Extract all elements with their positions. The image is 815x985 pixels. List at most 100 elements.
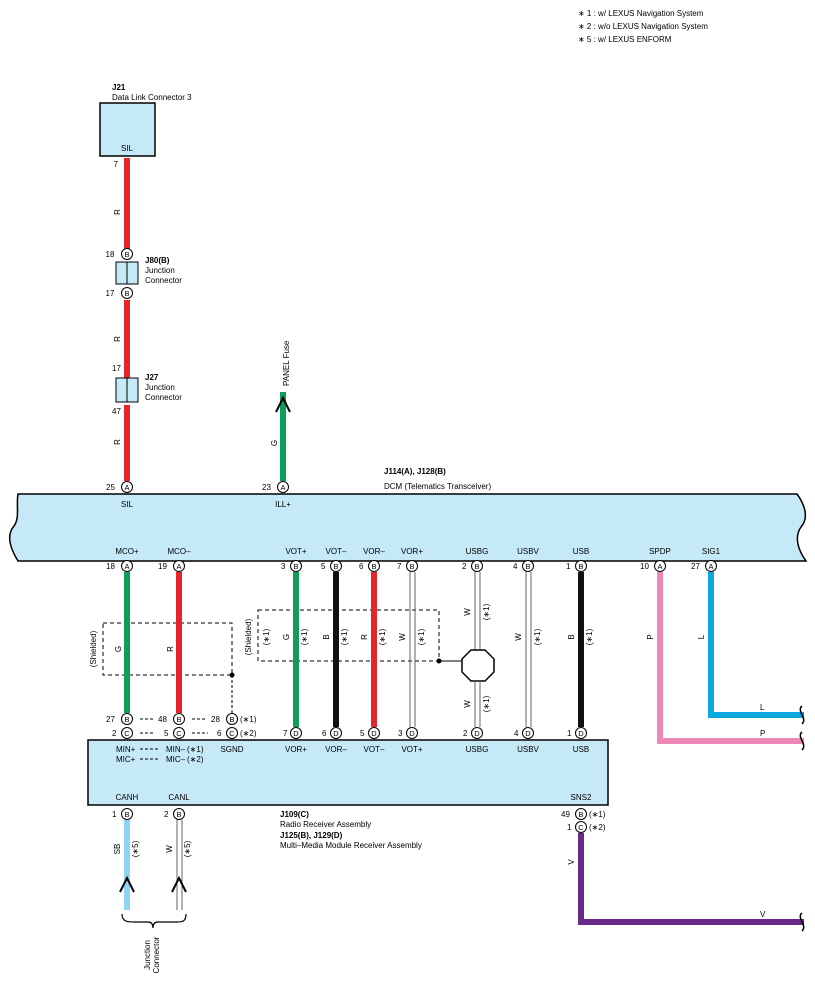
radio-pin-letter-3d: D: [409, 729, 415, 738]
break-mark-sig1: [799, 705, 805, 725]
junction-connector-line1: Junction: [143, 940, 152, 970]
panel-fuse-arrow: [275, 395, 291, 413]
radio-pin-num-1d: 1: [567, 729, 572, 738]
dcm-label-mco-minus: MCO–: [167, 547, 191, 556]
radio-bottom-pin-num-1c: 1: [567, 823, 572, 832]
radio-pin-27b: [121, 713, 133, 725]
radio-pin-letter-5c: C: [176, 729, 182, 738]
radio-bottom-pins: 1 B 2 B 49 B (∗1) 1 C (∗2): [112, 808, 606, 833]
dcm-pin-vor-plus: [406, 560, 418, 572]
dcm-label-usbv: USBV: [517, 547, 539, 556]
radio-pin-num-7d: 7: [283, 729, 288, 738]
sil-wire: R R R: [113, 158, 130, 481]
dcm-pin-usbg: [471, 560, 483, 572]
dcm-pin-letter-vot-minus: B: [333, 562, 338, 571]
dcm-top-pin-num-sil: 25: [106, 483, 115, 492]
dcm-top-pin-num-ill: 23: [262, 483, 271, 492]
j21-terminal: SIL: [121, 144, 134, 153]
dcm-pin-letter-vor-minus: B: [371, 562, 376, 571]
dcm-pin-num-vor-plus: 7: [397, 562, 402, 571]
radio-pin-num-28: 28: [211, 715, 220, 724]
j80-bottom-pin-circle: [121, 287, 133, 299]
panel-fuse-wire: PANEL Fuse G: [270, 340, 291, 481]
dcm-pin-num-vot-plus: 3: [281, 562, 286, 571]
radio-pin-letter-2d: D: [474, 729, 480, 738]
wire-color-p-spdp: P: [646, 634, 655, 639]
shielded-label-2: (Shielded): [244, 618, 253, 655]
j80-pin-bottom: 17: [106, 289, 115, 298]
dcm-pin-num-vor-minus: 6: [359, 562, 364, 571]
radio-label-vot-plus: VOT+: [401, 745, 422, 754]
dcm-pin-num-mco-plus: 18: [106, 562, 115, 571]
wire-note-vot-plus: (∗1): [300, 628, 309, 645]
wire-note-vor-minus: (∗1): [378, 628, 387, 645]
radio-bottom-pin-note-1c: (∗2): [589, 823, 606, 832]
radio-pin-num-2d: 2: [463, 729, 468, 738]
radio-label-mic-plus: MIC+: [116, 755, 136, 764]
radio-bottom-pin-canh: [121, 808, 133, 820]
dcm-top-pins: 25 A 23 A J114(A), J128(B) DCM (Telemati…: [106, 467, 491, 493]
dcm-pin-usbv: [522, 560, 534, 572]
wire-color-b-vot: B: [322, 634, 331, 639]
wire-color-g-vot: G: [282, 634, 291, 640]
radio-pin-48b: [173, 713, 185, 725]
dcm-label-usb: USB: [573, 547, 589, 556]
wire-note-usbg-top: (∗1): [482, 603, 491, 620]
j80-top-pin-circle: [121, 248, 133, 260]
dcm-top-pin-circle-sil: [121, 481, 133, 493]
dcm-pin-letter-usb: B: [578, 562, 583, 571]
j27-id: J27: [145, 373, 159, 382]
radio-bottom-pin-num-canl: 2: [164, 810, 169, 819]
wire-spdp: [657, 572, 804, 744]
radio-pin-num-3d: 3: [398, 729, 403, 738]
radio-pin-letter-27b: B: [124, 715, 129, 724]
radio-label-min-plus: MIN+: [116, 745, 136, 754]
j21-body: [99, 102, 156, 157]
dcm-pin-num-usbg: 2: [462, 562, 467, 571]
j21-pin: 7: [114, 160, 119, 169]
j21-connector: J21 Data Link Connector 3 SIL 7: [99, 83, 192, 169]
radio-label-usb: USB: [573, 745, 589, 754]
wire-note-vot-minus: (∗1): [340, 628, 349, 645]
radio-bottom-pin-letter-canl: B: [176, 810, 181, 819]
radio-label-mic-note: (∗2): [187, 755, 204, 764]
radio-caption: J109(C) Radio Receiver Assembly J125(B),…: [280, 810, 422, 850]
radio-bottom-pin-num-49: 49: [561, 810, 570, 819]
radio-label-vor-minus: VOR–: [325, 745, 347, 754]
radio-pin-2d: [471, 727, 483, 739]
j27-pin-bottom: 47: [112, 407, 121, 416]
radio-label-vot-minus: VOT–: [364, 745, 385, 754]
dcm-pin-num-sig1: 27: [691, 562, 700, 571]
j80-pin-top: 18: [106, 250, 115, 259]
dcm-pin-num-usbv: 4: [513, 562, 518, 571]
break-mark-sns2: [799, 912, 805, 932]
wire-note-usb: (∗1): [585, 628, 594, 645]
wire-color-g-fuse: G: [270, 440, 279, 446]
wire-color-w-usbg-bottom: W: [463, 700, 472, 708]
junction-connector-brace: [121, 913, 187, 929]
dcm-label-vor-minus: VOR–: [363, 547, 385, 556]
dcm-pin-letter-vor-plus: B: [409, 562, 414, 571]
dcm-pin-letter-sig1: A: [708, 562, 713, 571]
dcm-pin-vot-plus: [290, 560, 302, 572]
shield-box-voice: [257, 609, 440, 662]
radio-pin-num-4d: 4: [514, 729, 519, 738]
dcm-pin-letter-mco-minus: A: [176, 562, 181, 571]
wire-color-w-canl: W: [165, 845, 174, 853]
radio-label-min-note: (∗1): [187, 745, 204, 754]
dcm-pin-letter-usbv: B: [525, 562, 530, 571]
radio-pin-letter-2c: C: [124, 729, 130, 738]
radio-pin-letter-7d: D: [293, 729, 299, 738]
radio-labels: MIN+ MIN– (∗1) MIC+ MIC– (∗2) SGND VOR+ …: [116, 745, 592, 802]
j80-id: J80(B): [145, 256, 170, 265]
can-wires: SB (∗5) W (∗5) Junction Connector: [113, 820, 192, 973]
radio-label-sgnd: SGND: [220, 745, 243, 754]
radio-bottom-pin-letter-canh: B: [124, 810, 129, 819]
dcm-label-sig1: SIG1: [702, 547, 721, 556]
radio-bottom-pin-letter-1c: C: [578, 823, 584, 832]
dcm-name: DCM (Telematics Transceiver): [384, 482, 491, 491]
wire-color-r-vor: R: [360, 634, 369, 640]
radio-bottom-pin-num-canh: 1: [112, 810, 117, 819]
legend-note-2: ∗ 2 : w/o LEXUS Navigation System: [578, 22, 708, 31]
radio-pin-6c: [226, 727, 238, 739]
